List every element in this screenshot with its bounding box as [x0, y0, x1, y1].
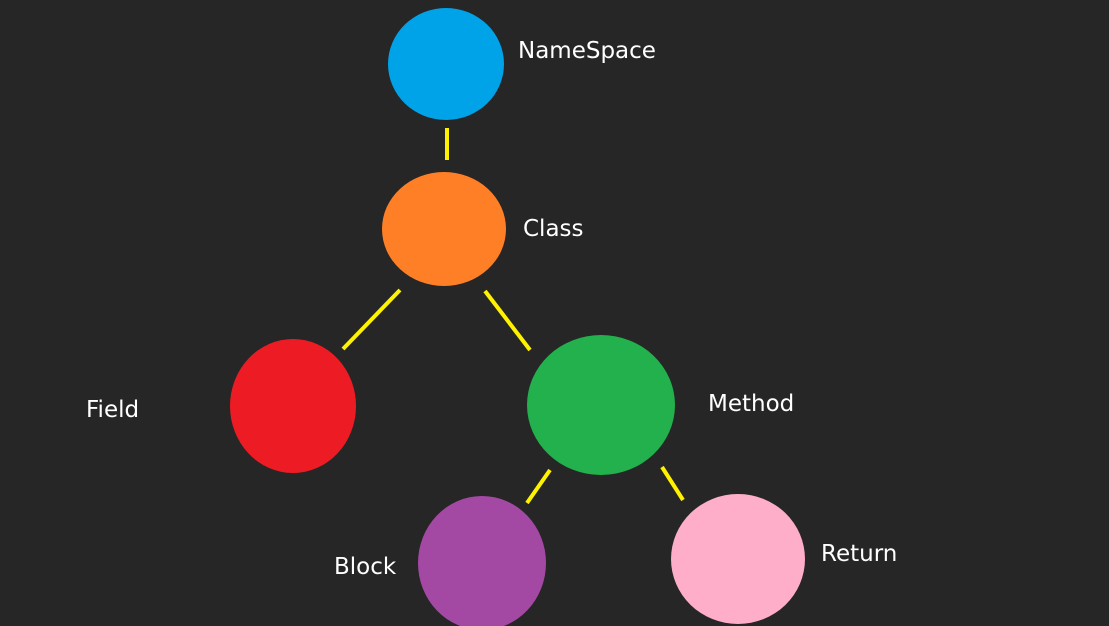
label-method: Method — [708, 391, 795, 417]
label-namespace: NameSpace — [518, 38, 656, 64]
label-field: Field — [86, 397, 140, 423]
node-namespace — [388, 8, 504, 120]
node-return — [671, 494, 805, 624]
edge-class-field — [341, 288, 402, 351]
edge-method-return — [660, 465, 685, 502]
label-class: Class — [523, 216, 584, 242]
label-return: Return — [821, 541, 898, 567]
node-method — [527, 335, 675, 475]
node-block — [418, 496, 546, 626]
label-block: Block — [334, 554, 397, 580]
node-field — [230, 339, 356, 473]
edge-class-method — [483, 289, 532, 352]
node-class — [382, 172, 506, 286]
edge-method-block — [525, 468, 552, 505]
